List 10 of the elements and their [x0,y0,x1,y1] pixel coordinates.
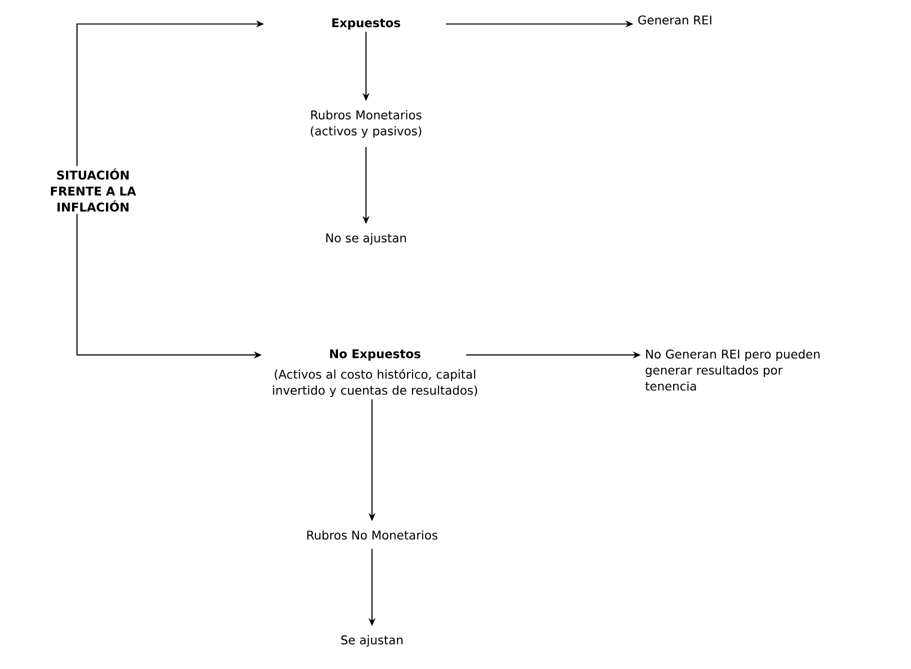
text-label: Se ajustan [341,635,402,647]
text-label: Rubros No Monetarios [307,530,438,540]
side-heading: SITUACIÓN FRENTE A LA INFLACIÓN [50,168,136,212]
text-label: Generan REI [638,15,712,25]
text-label: (Activos al costo histórico, capital invertido y cuentas de resultados) [273,369,478,398]
text-label: No se ajustan [326,233,406,245]
heading: Expuestos [332,18,400,30]
heading: No Expuestos [330,349,420,361]
text-label: Rubros Monetarios (activos y pasivos) [310,110,422,138]
text-label: No Generan REI pero pueden generar resultados por tenencia [645,349,820,391]
